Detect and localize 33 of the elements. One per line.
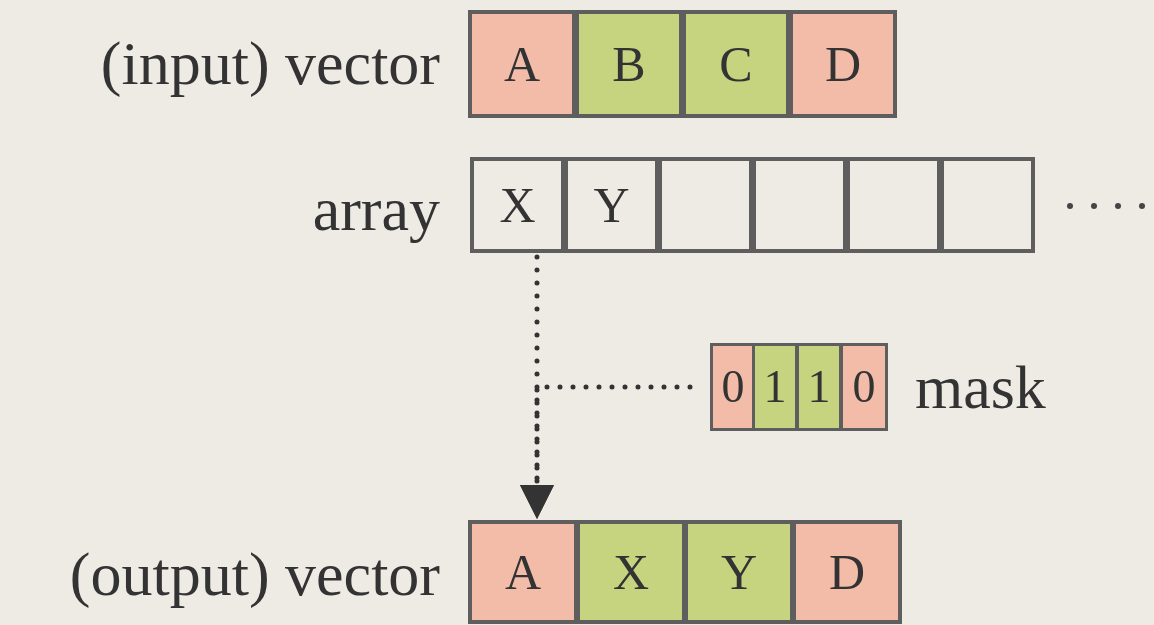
vector-cell <box>576 520 686 624</box>
vector-cell <box>575 10 683 118</box>
empty-cell <box>752 157 847 253</box>
empty-cell <box>846 157 941 253</box>
cell-value: D <box>824 39 862 89</box>
vector-cell <box>796 343 842 431</box>
vector-cell <box>468 10 576 118</box>
cell-value: B <box>612 39 646 89</box>
cell-value: D <box>828 547 866 597</box>
vector-cell <box>682 10 790 118</box>
cell-value: 0 <box>721 364 745 410</box>
vector-cell <box>840 343 888 431</box>
cell-value: A <box>504 547 542 597</box>
vector-cell <box>470 157 565 253</box>
cell-value: 1 <box>807 364 831 410</box>
cell-value: A <box>503 39 541 89</box>
vector-cell <box>684 520 794 624</box>
cell-value: Y <box>720 547 758 597</box>
vector-cell <box>752 343 798 431</box>
cell-value: Y <box>593 180 630 230</box>
cell-value: X <box>612 547 650 597</box>
cell-value: X <box>499 180 536 230</box>
mask-label: mask <box>915 356 1046 418</box>
vector-cell <box>564 157 659 253</box>
empty-cell <box>940 157 1035 253</box>
vector-cell <box>792 520 902 624</box>
cell-value: C <box>719 39 753 89</box>
vector-cell <box>468 520 578 624</box>
dotted-arrow <box>520 384 693 520</box>
vector-cell <box>789 10 897 118</box>
cell-value: 1 <box>763 364 787 410</box>
cell-value: 0 <box>852 364 876 410</box>
empty-cell <box>658 157 753 253</box>
